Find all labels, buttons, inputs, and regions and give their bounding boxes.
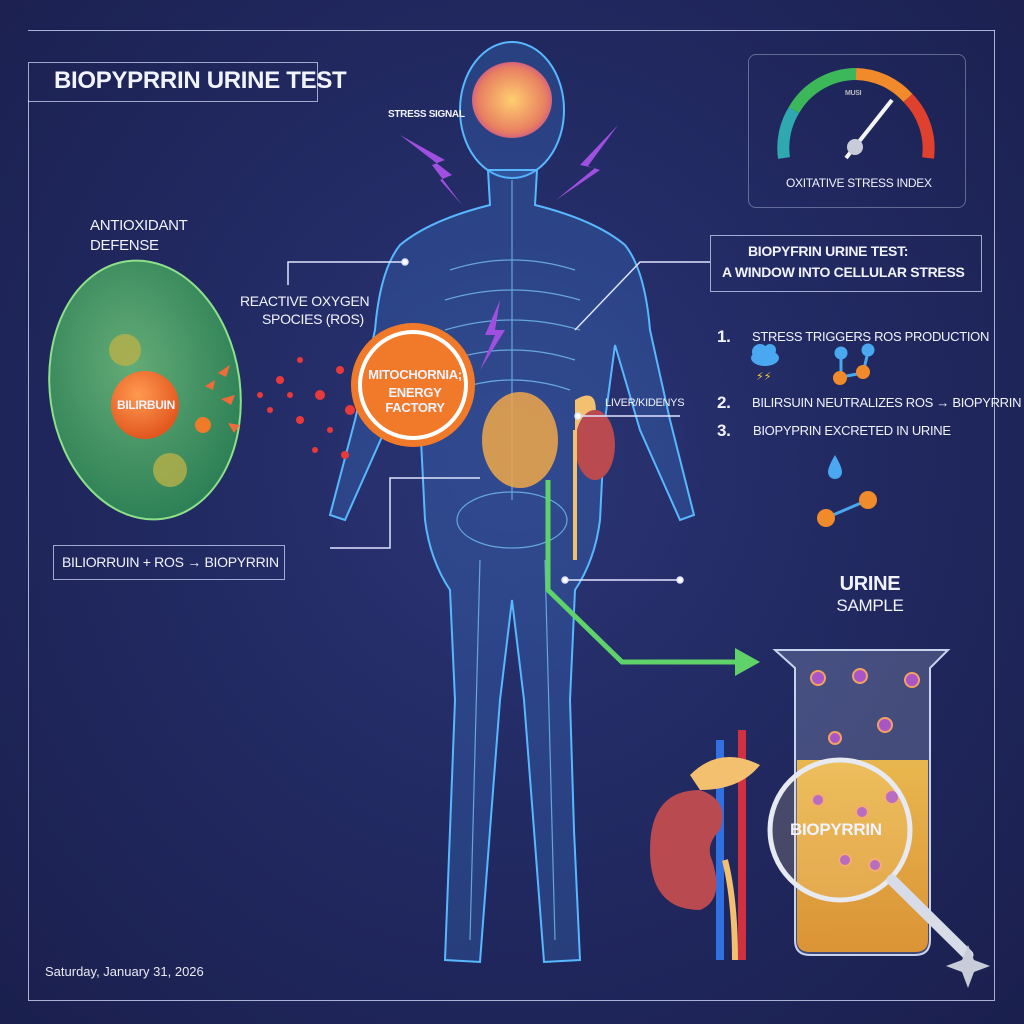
frame-bottom: [28, 1000, 995, 1001]
kidney: [575, 410, 615, 480]
step-text: BIOPYPRIN EXCRETED IN URINE: [753, 423, 951, 438]
title-box: [28, 62, 318, 102]
info-heading-1: BIOPYFRIN URINE TEST:: [748, 243, 909, 259]
gauge-title: OXITATIVE STRESS INDEX: [786, 176, 932, 190]
ros-label-2: SPOCIES (ROS): [262, 311, 364, 327]
droplet-icon: [828, 455, 842, 479]
excretion-arrow: [545, 480, 740, 665]
cloud-storm-icon: ⚡⚡: [751, 344, 779, 383]
step-text: STRESS TRIGGERS ROS PRODUCTION: [752, 329, 990, 344]
info-heading-box: [710, 235, 982, 292]
molecule-icon: [833, 343, 875, 385]
stress-gauge: [777, 68, 935, 159]
urine-beaker: [772, 649, 951, 956]
ros-label-1: REACTIVE OXYGEN: [240, 293, 370, 309]
urine-sample-label-2: SAMPLE: [836, 596, 904, 615]
equation-label: BILIORRUIN + ROS → BIOPYRRIN: [62, 554, 279, 570]
stress-signal-label: STRESS SIGNAL: [388, 109, 465, 120]
biopyrrin-label: BIOPYRRIN: [790, 820, 882, 839]
date-label: Saturday, January 31, 2026: [45, 964, 204, 979]
equation-box: [53, 545, 285, 580]
step-number: 2.: [717, 393, 731, 412]
bilirubin-molecule: [111, 371, 179, 439]
step-number: 3.: [717, 421, 731, 440]
liver-kidneys-label: LIVER/KIDENYS: [605, 397, 685, 409]
magnifier-icon: [767, 757, 974, 961]
gauge-center-label: MUSI: [845, 90, 862, 97]
sparkle-icon: [946, 945, 990, 988]
skeleton: [444, 180, 581, 941]
frame-top: [28, 30, 995, 31]
brain: [472, 62, 552, 138]
antioxidant-label-1: ANTIOXIDANT: [90, 217, 188, 234]
kidney-large: [650, 790, 723, 910]
mitochondria-label-1: MITOCHORNIA;: [368, 367, 462, 382]
molecule-icon-2: [817, 491, 877, 527]
frame-left: [28, 100, 29, 1000]
mitochondria-label-2: ENERGY FACTORY: [385, 385, 445, 415]
frame-right: [994, 30, 995, 1000]
page-title: BIOPYPRRIN URINE TEST: [54, 67, 347, 94]
ros-particles: [257, 357, 355, 459]
antioxidant-label-2: DEFENSE: [90, 237, 159, 254]
step-number: 1.: [717, 327, 731, 346]
bilirubin-label: BILIRBUIN: [117, 398, 175, 412]
lightning-bolt-icon: [400, 135, 462, 205]
organ-liver: [482, 392, 558, 488]
gauge-panel: [748, 54, 966, 208]
info-heading-2: A WINDOW INTO CELLULAR STRESS: [722, 264, 965, 280]
step-text: BILIRSUIN NEUTRALIZES ROS → BIOPYRRIN: [752, 395, 1022, 410]
mitochondria-circle: [351, 323, 475, 447]
urine-sample-label-1: URINE: [839, 573, 901, 595]
svg-text:⚡⚡: ⚡⚡: [756, 370, 771, 383]
lightning-bolt-icon: [556, 125, 618, 200]
